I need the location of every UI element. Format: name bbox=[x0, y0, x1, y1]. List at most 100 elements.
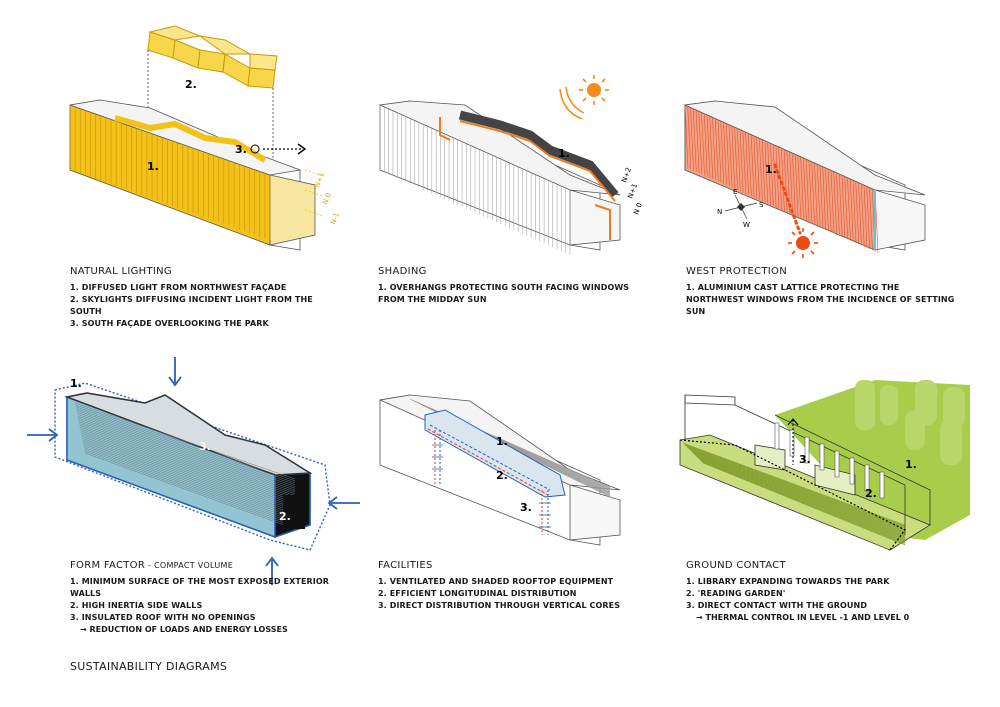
column bbox=[789, 429, 795, 457]
hatch-line bbox=[693, 453, 906, 536]
hatch-line bbox=[789, 151, 793, 215]
callout-label: 3. bbox=[520, 501, 532, 514]
hatch-line bbox=[703, 113, 708, 177]
hatch-line bbox=[728, 124, 733, 188]
callout-label: 1. bbox=[70, 377, 82, 390]
hatch-line bbox=[772, 144, 777, 208]
hatch-line bbox=[80, 430, 296, 508]
list-item: 1. ALUMINIUM CAST LATTICE PROTECTING THE… bbox=[686, 283, 955, 316]
overhang bbox=[458, 110, 619, 198]
hatch-line bbox=[77, 417, 296, 495]
hatch-line bbox=[830, 170, 835, 234]
column bbox=[819, 443, 825, 471]
building-outline bbox=[684, 394, 931, 535]
distribution-line bbox=[427, 428, 549, 496]
level-label: N+1 bbox=[626, 182, 639, 199]
column bbox=[834, 450, 840, 478]
ground-contact-caption: GROUND CONTACT 1. LIBRARY EXPANDING TOWA… bbox=[686, 560, 956, 624]
hatch-line bbox=[792, 153, 796, 217]
list-item: 1. VENTILATED AND SHADED ROOFTOP EQUIPME… bbox=[378, 577, 614, 586]
hatch-line bbox=[689, 448, 906, 532]
level-label: N 0 bbox=[321, 192, 333, 206]
hatch-line bbox=[858, 182, 862, 246]
hatch-line bbox=[742, 130, 747, 194]
hatch-line bbox=[684, 104, 689, 169]
hatch-line bbox=[80, 428, 296, 506]
hatch-line bbox=[701, 112, 705, 176]
column-row bbox=[774, 422, 885, 499]
callout-label: 2. bbox=[279, 510, 291, 523]
hatch-line bbox=[822, 166, 826, 230]
callout-label: 2. bbox=[865, 487, 877, 500]
panel-title: FORM FACTOR - COMPACT VOLUME bbox=[70, 560, 234, 571]
form-factor-caption: FORM FACTOR - COMPACT VOLUME 1. MINIMUM … bbox=[70, 560, 330, 636]
hatch-line bbox=[83, 443, 296, 520]
sun-ray bbox=[773, 163, 802, 235]
level-label: N 0 bbox=[632, 202, 644, 216]
hatch-line bbox=[700, 460, 906, 544]
facade-hatching bbox=[379, 105, 571, 255]
hatch-line bbox=[764, 140, 769, 204]
hatch-line bbox=[731, 125, 736, 189]
overhang-edge bbox=[439, 117, 451, 141]
hatch-line bbox=[76, 412, 296, 489]
hatch-line bbox=[836, 172, 840, 236]
hatch-line bbox=[698, 111, 703, 175]
hatch-line bbox=[83, 445, 296, 522]
panel-title: NATURAL LIGHTING bbox=[70, 266, 172, 277]
facilities-caption: FACILITIES 1. VENTILATED AND SHADED ROOF… bbox=[378, 560, 638, 612]
hatch-line bbox=[756, 137, 760, 201]
column bbox=[849, 457, 855, 485]
column bbox=[774, 422, 780, 450]
hatch-line bbox=[682, 442, 906, 526]
hatch-line bbox=[803, 157, 807, 221]
hatch-line bbox=[750, 134, 755, 198]
hatch-line bbox=[78, 423, 296, 500]
hatch-line bbox=[808, 160, 813, 224]
hatch-line bbox=[79, 424, 296, 502]
hatch-line bbox=[759, 138, 763, 202]
hatch-line bbox=[714, 118, 719, 182]
rooftop-equipment bbox=[424, 409, 566, 498]
callout-label: 1. bbox=[496, 435, 508, 448]
hatch-line bbox=[75, 406, 296, 483]
hatch-line bbox=[692, 452, 906, 535]
hatch-line bbox=[739, 129, 744, 193]
list-item: 3. INSULATED ROOF WITH NO OPENINGS bbox=[70, 613, 256, 622]
natural-lighting-diagram: N+1 N 0 N-1 1. 2. 3. bbox=[69, 25, 341, 251]
hatch-line bbox=[745, 132, 749, 196]
hatch-line bbox=[866, 186, 871, 250]
hatch-line bbox=[696, 455, 906, 539]
hatch-line bbox=[775, 145, 780, 209]
hatch-line bbox=[690, 450, 906, 533]
hatch-line bbox=[82, 439, 296, 517]
hatch-line bbox=[700, 460, 906, 543]
projection-lines bbox=[147, 50, 274, 160]
callout-label: 1. bbox=[147, 160, 159, 173]
hatch-line bbox=[83, 447, 296, 524]
list-item: 2. SKYLIGHTS DIFFUSING INCIDENT LIGHT FR… bbox=[70, 295, 313, 316]
panel-title: WEST PROTECTION bbox=[686, 266, 788, 277]
hatch-line bbox=[855, 181, 860, 245]
hatch-line bbox=[781, 148, 785, 212]
hatch-line bbox=[694, 454, 906, 537]
callout-label: 2. bbox=[496, 469, 508, 482]
list-item: 1. LIBRARY EXPANDING TOWARDS THE PARK bbox=[686, 577, 890, 586]
hatch-line bbox=[805, 159, 810, 223]
callout-label: 3. bbox=[199, 440, 211, 453]
hatch-line bbox=[794, 154, 799, 218]
list-note: → REDUCTION OF LOADS AND ENERGY LOSSES bbox=[80, 625, 288, 634]
view-arrow bbox=[250, 143, 307, 155]
compass-label: E bbox=[733, 188, 737, 196]
hatch-line bbox=[74, 402, 296, 480]
panel-title: FACILITIES bbox=[378, 560, 433, 571]
compass-icon: N E S W bbox=[717, 188, 764, 229]
hatch-line bbox=[726, 123, 730, 187]
callout-label: 3. bbox=[235, 143, 247, 156]
hatch-line bbox=[701, 461, 906, 544]
west-protection-diagram: N E S W 1. bbox=[683, 100, 926, 258]
hatch-line bbox=[76, 408, 296, 485]
hatch-line bbox=[688, 448, 906, 531]
page-title: SUSTAINABILITY DIAGRAMS bbox=[70, 660, 228, 673]
hatch-line bbox=[686, 446, 906, 529]
